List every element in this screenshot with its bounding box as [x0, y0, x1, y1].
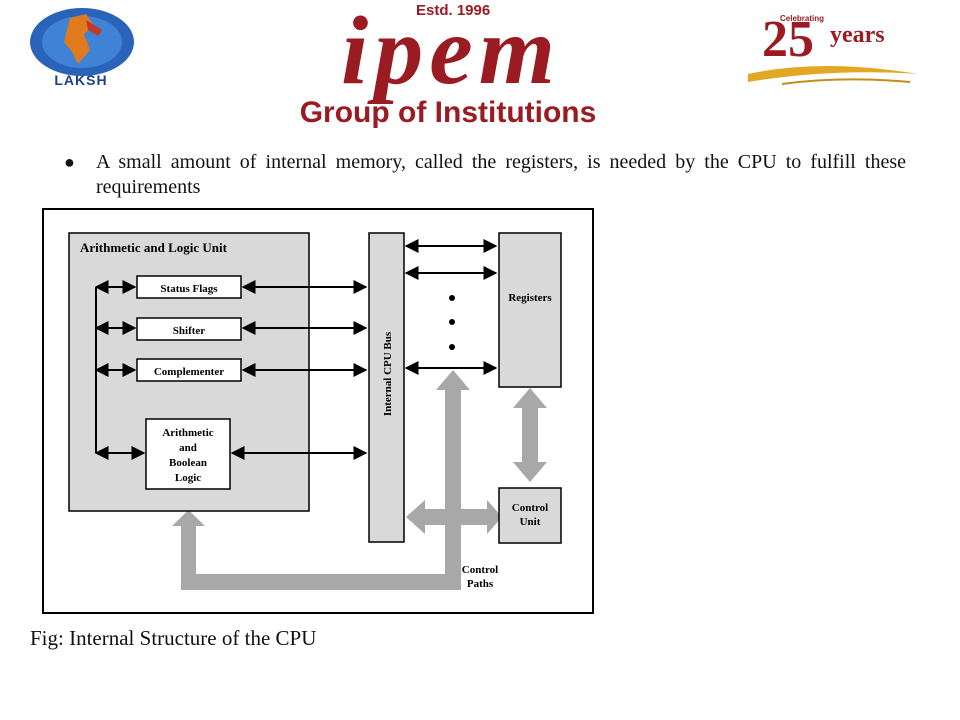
registers-label: Registers	[508, 292, 552, 304]
arith-label-1: Arithmetic	[162, 427, 213, 439]
estd-label: Estd. 1996	[416, 2, 491, 19]
control-unit-box	[498, 487, 562, 544]
anniversary-number: 25	[762, 11, 814, 68]
figure-caption: Fig: Internal Structure of the CPU	[30, 626, 317, 650]
laksh-logo	[30, 8, 134, 76]
control-path-arrows	[172, 370, 547, 590]
anniversary-swoosh	[748, 66, 918, 85]
registers-box	[498, 232, 562, 388]
status-flags-box	[136, 275, 242, 299]
control-paths-label-2: Paths	[467, 578, 494, 590]
shifter-label: Shifter	[173, 325, 206, 337]
anniversary-years: years	[830, 22, 885, 48]
arithmetic-boolean-logic-box	[145, 418, 231, 490]
arith-label-4: Logic	[175, 472, 201, 484]
arith-label-2: and	[179, 442, 197, 454]
cpu-structure-diagram: Arithmetic and Logic Unit Status Flags S…	[42, 208, 594, 614]
internal-cpu-bus	[368, 232, 405, 543]
control-unit-label-1: Control	[512, 502, 548, 514]
complementer-box	[136, 358, 242, 382]
ellipsis-dots-icon	[449, 295, 455, 350]
status-flags-label: Status Flags	[160, 283, 218, 295]
header: LAKSH Estd. 1996 ipem Group of Instituti…	[0, 0, 960, 135]
arith-label-3: Boolean	[169, 457, 207, 469]
alu-title: Arithmetic and Logic Unit	[80, 240, 228, 255]
laksh-logo-text: LAKSH	[54, 72, 108, 88]
shifter-box	[136, 317, 242, 341]
alu-to-bus-arrows	[230, 280, 368, 460]
group-name: Group of Institutions	[299, 96, 597, 129]
alu-internal-connectors	[94, 280, 146, 460]
bus-to-registers-arrows	[404, 239, 498, 375]
bullet-text: A small amount of internal memory, calle…	[96, 151, 906, 198]
bullet-dot-icon: ●	[64, 152, 75, 172]
control-paths-label-1: Control	[462, 564, 498, 576]
complementer-label: Complementer	[154, 366, 224, 378]
brand-name: ipem	[341, 0, 561, 105]
bus-label: Internal CPU Bus	[382, 331, 394, 416]
anniversary-celebrating: Celebrating	[780, 14, 825, 23]
control-unit-label-2: Unit	[520, 516, 541, 528]
